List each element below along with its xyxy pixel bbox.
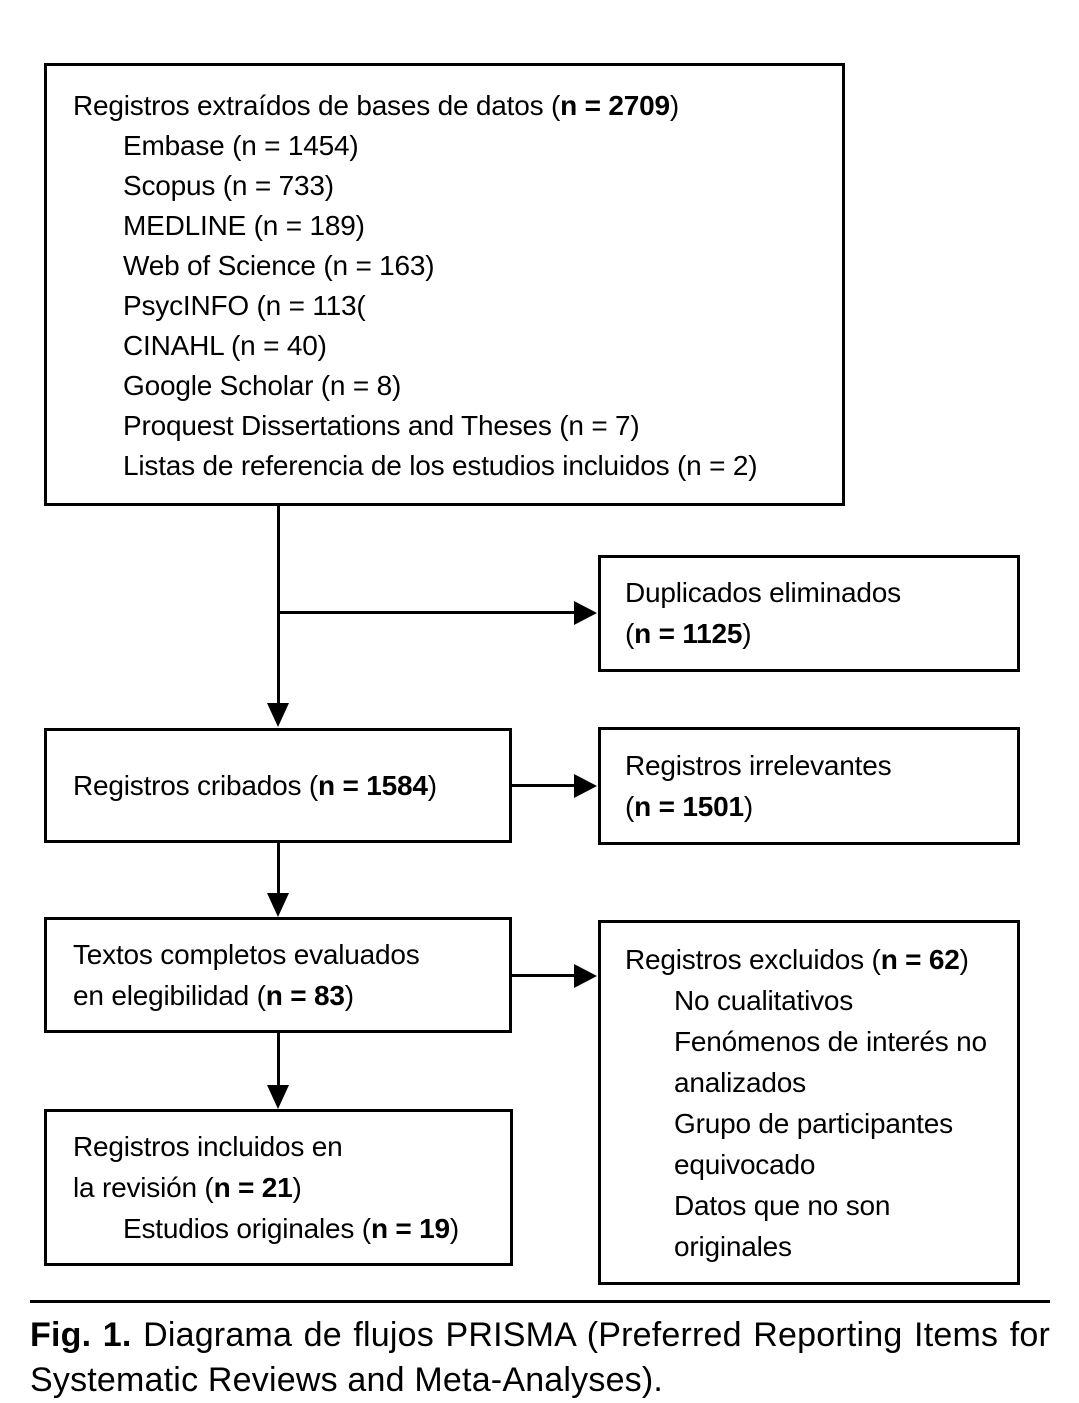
excluded-text: Registros excluidos ( (625, 944, 881, 975)
connector-fulltext-to-excluded (512, 974, 574, 977)
figure-caption: Fig. 1. Diagrama de flujos PRISMA (Prefe… (30, 1313, 1050, 1403)
database-source-list: Embase (n = 1454) Scopus (n = 733) MEDLINE… (123, 126, 838, 486)
list-item: CINAHL (n = 40) (123, 330, 327, 361)
original-studies-count: n = 19 (370, 1213, 450, 1244)
connector-screening-to-fulltext (277, 843, 280, 895)
box-records-included: Registros incluidos en la revisión (n = … (44, 1109, 513, 1266)
connector-identification-to-screening (277, 505, 280, 705)
paren-close: ) (427, 769, 437, 801)
list-item: Listas de referencia de los estudios inc… (123, 450, 758, 481)
arrowhead-right-icon (574, 601, 597, 625)
irrelevant-line2: (n = 1501) (625, 786, 1017, 827)
box-records-identified: Registros extraídos de bases de datos (n… (44, 63, 845, 506)
list-item: No cualitativos (674, 985, 854, 1016)
excluded-count: n = 62 (880, 944, 960, 975)
duplicates-line2: (n = 1125) (625, 613, 1007, 654)
included-line2: la revisión (n = 21) (47, 1167, 510, 1208)
excluded-title: Registros excluidos (n = 62) (601, 939, 1003, 980)
fulltext-text: en elegibilidad ( (73, 980, 266, 1011)
fulltext-line2: en elegibilidad (n = 83) (73, 975, 509, 1016)
paren-close: ) (344, 980, 354, 1011)
original-studies-text: Estudios originales ( (123, 1213, 371, 1244)
box-fulltext-assessed: Textos completos evaluados en elegibilid… (44, 917, 512, 1033)
connector-screening-to-irrelevant (512, 784, 574, 787)
title-count: n = 2709 (560, 90, 670, 121)
paren-close: ) (959, 944, 969, 975)
included-line3: Estudios originales (n = 19) (47, 1208, 510, 1249)
caption-divider (30, 1300, 1050, 1303)
list-item: Fenómenos de interés no analizados (674, 1026, 987, 1098)
arrowhead-down-icon (267, 703, 289, 727)
connector-to-duplicates (277, 611, 574, 614)
title-prefix: Registros extraídos de bases de datos ( (73, 90, 561, 121)
paren-open: ( (625, 791, 635, 822)
list-item: Google Scholar (n = 8) (123, 370, 402, 401)
arrowhead-down-icon (267, 1085, 289, 1109)
box-records-excluded: Registros excluidos (n = 62) No cualitat… (598, 920, 1020, 1285)
included-line1: Registros incluidos en (73, 1131, 343, 1162)
paren-close: ) (743, 791, 753, 822)
duplicates-count: n = 1125 (634, 618, 743, 649)
fulltext-line1: Textos completos evaluados (73, 939, 420, 970)
screening-line: Registros cribados (n = 1584) (73, 766, 509, 806)
included-text: la revisión ( (73, 1172, 214, 1203)
title-suffix: ) (669, 90, 679, 121)
paren-close: ) (292, 1172, 302, 1203)
arrowhead-right-icon (574, 964, 597, 988)
duplicates-line1: Duplicados eliminados (625, 577, 901, 608)
paren-open: ( (625, 618, 635, 649)
irrelevant-count: n = 1501 (634, 791, 744, 822)
list-item: Web of Science (n = 163) (123, 250, 435, 281)
figure-caption-text: Diagrama de flujos PRISMA (Preferred Rep… (30, 1316, 1050, 1399)
list-item: Grupo de participantes equivocado (674, 1108, 953, 1180)
box-records-screened: Registros cribados (n = 1584) (44, 728, 512, 843)
arrowhead-right-icon (574, 774, 597, 798)
box-duplicates-removed: Duplicados eliminados (n = 1125) (598, 555, 1020, 672)
paren-close: ) (742, 618, 752, 649)
paren-close: ) (449, 1213, 460, 1244)
included-count: n = 21 (213, 1172, 293, 1203)
list-item: Proquest Dissertations and Theses (n = 7… (123, 410, 640, 441)
arrowhead-down-icon (267, 893, 289, 917)
list-item: Scopus (n = 733) (123, 170, 334, 201)
list-item: MEDLINE (n = 189) (123, 210, 365, 241)
connector-fulltext-to-included (277, 1033, 280, 1086)
screening-text: Registros cribados ( (73, 769, 318, 801)
list-item: Embase (n = 1454) (123, 130, 359, 161)
fulltext-count: n = 83 (265, 980, 345, 1011)
box-irrelevant-records: Registros irrelevantes (n = 1501) (598, 727, 1020, 845)
irrelevant-line1: Registros irrelevantes (625, 750, 892, 781)
figure-label: Fig. 1. (30, 1316, 132, 1354)
box-records-identified-title: Registros extraídos de bases de datos (n… (73, 86, 838, 126)
screening-count: n = 1584 (317, 769, 428, 801)
list-item: Datos que no son originales (674, 1190, 891, 1262)
list-item: PsycINFO (n = 113( (123, 290, 366, 321)
